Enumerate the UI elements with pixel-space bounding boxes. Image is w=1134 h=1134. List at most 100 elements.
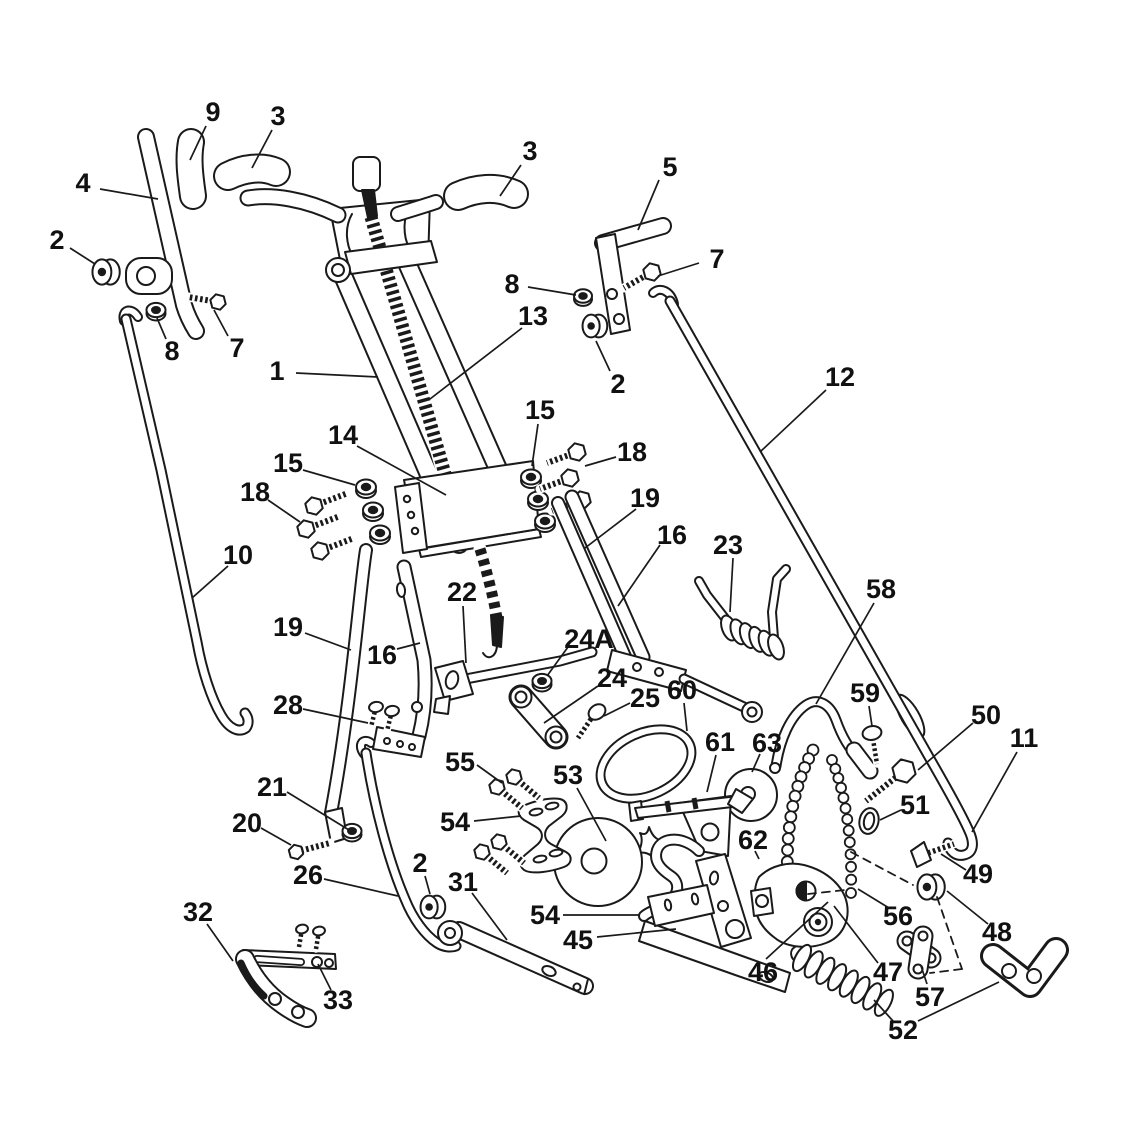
callout-31: 31: [448, 867, 478, 897]
callout-8: 8: [504, 269, 519, 299]
callout-22: 22: [447, 577, 477, 607]
part-8-nut-left: [145, 301, 167, 322]
callout-20: 20: [232, 808, 262, 838]
part-18-bolts-left: [296, 488, 359, 561]
leader-line: [683, 702, 688, 732]
part-15-nuts-left: [355, 478, 391, 545]
leader-line: [857, 888, 890, 909]
leader-line: [729, 557, 734, 613]
leader-line: [603, 702, 631, 717]
callout-19: 19: [273, 612, 303, 642]
callout-51: 51: [900, 790, 930, 820]
leader-line: [657, 262, 700, 277]
leader-line: [317, 963, 332, 991]
part-24-link: [508, 684, 569, 750]
part-7-bolt-right: [619, 262, 662, 293]
leader-line: [873, 999, 894, 1022]
part-24A-nut: [531, 672, 553, 693]
leader-line: [476, 764, 503, 784]
part-20-screw: [287, 838, 335, 861]
part-19-brace-left: [324, 543, 373, 844]
callout-33: 33: [323, 985, 353, 1015]
leader-line: [531, 423, 539, 467]
callout-5: 5: [662, 152, 677, 182]
leader-line: [471, 892, 508, 941]
leader-line: [499, 164, 522, 197]
leader-line: [323, 878, 399, 897]
callout-46: 46: [748, 957, 778, 987]
part-55-bolts: [473, 768, 544, 878]
leader-line: [396, 642, 421, 650]
callout-26: 26: [293, 860, 323, 890]
leader-line: [295, 372, 379, 378]
callout-21: 21: [257, 772, 287, 802]
callout-25: 25: [630, 683, 660, 713]
callout-63: 63: [752, 728, 782, 758]
callout-57: 57: [915, 982, 945, 1012]
part-28-screws: [367, 700, 400, 735]
callout-10: 10: [223, 540, 253, 570]
callout-28: 28: [273, 690, 303, 720]
leader-line: [286, 791, 350, 831]
part-54-bracket-upper: [517, 797, 572, 874]
callout-55: 55: [445, 747, 475, 777]
leader-line: [213, 309, 229, 337]
leader-line: [584, 456, 617, 467]
part-v-bracket: [980, 937, 1069, 998]
part-2-washer-right: [581, 313, 609, 339]
callout-7: 7: [709, 244, 724, 274]
part-2-washer-left: [91, 258, 121, 286]
leader-line: [462, 605, 467, 664]
part-32-bracket: [235, 949, 337, 1028]
part-23-torsion-spring: [694, 564, 791, 661]
callout-3: 3: [522, 136, 537, 166]
callout-18: 18: [240, 477, 270, 507]
leader-line: [356, 445, 447, 496]
part-21-nut: [341, 822, 363, 843]
leader-line: [917, 981, 1000, 1022]
leader-line: [617, 544, 661, 607]
part-22-rod: [433, 646, 598, 715]
callout-16: 16: [657, 520, 687, 550]
leader-line: [527, 286, 577, 296]
callout-8: 8: [164, 336, 179, 366]
leader-line: [751, 753, 761, 773]
leader-line: [191, 565, 229, 599]
part-58-guide: [769, 696, 879, 780]
part-46-cam-plate: [750, 862, 849, 948]
part-57-chain-links: [896, 925, 942, 980]
callout-32: 32: [183, 897, 213, 927]
part-45-bracket-assembly: [638, 853, 791, 993]
callout-49: 49: [963, 859, 993, 889]
leader-line: [596, 928, 677, 938]
callout-47: 47: [873, 957, 903, 987]
leader-line: [260, 827, 292, 846]
part-59-screw: [861, 725, 883, 768]
leader-line: [946, 890, 989, 925]
callout-11: 11: [1010, 723, 1039, 753]
callout-18: 18: [617, 437, 647, 467]
callout-53: 53: [553, 760, 583, 790]
part-16-strap-right: [564, 489, 763, 723]
part-49-screw: [910, 839, 959, 868]
part-3-grip-right: [443, 174, 529, 211]
leader-line: [815, 602, 875, 705]
part-5-bracket: [594, 217, 672, 335]
leader-line: [706, 754, 717, 793]
callout-45: 45: [563, 925, 593, 955]
part-61-lever: [628, 788, 754, 857]
callout-60: 60: [667, 675, 697, 705]
callout-58: 58: [866, 574, 896, 604]
part-26-rod: [356, 735, 462, 953]
leader-line: [754, 850, 760, 860]
part-60-belt: [595, 724, 697, 804]
leader-line: [765, 901, 829, 960]
callout-48: 48: [982, 917, 1012, 947]
callout-56: 56: [883, 901, 913, 931]
leader-line: [637, 179, 660, 231]
leader-line: [251, 129, 273, 169]
leader-line: [99, 188, 159, 200]
callout-14: 14: [328, 420, 358, 450]
